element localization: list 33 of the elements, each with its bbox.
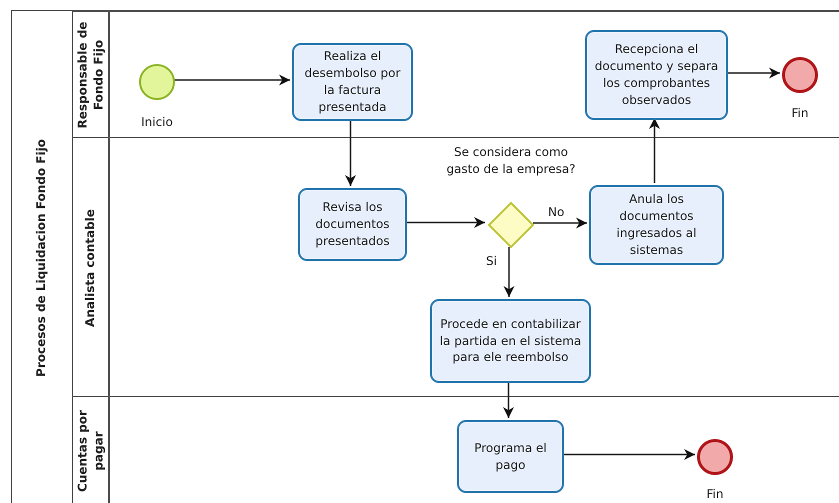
edge-label: No (546, 205, 566, 219)
end-event-circle (697, 439, 733, 475)
task-box: Procede en contabilizar la partida en el sistema para ele reembolso (430, 299, 591, 383)
swimlane (72, 396, 839, 503)
arrow (726, 68, 780, 78)
task-box: Programa el pago (457, 420, 564, 493)
decision-diamond (487, 201, 535, 249)
arrow (504, 247, 514, 297)
arrow (562, 449, 695, 460)
lane-label: Cuentas por pagar (75, 409, 106, 493)
arrow (405, 217, 485, 228)
pool (11, 10, 839, 503)
arrow (345, 119, 356, 186)
swimlane (72, 137, 839, 396)
start-event-circle (139, 64, 175, 100)
arrow (649, 118, 660, 183)
arrow (173, 74, 290, 86)
decision-label: Se considera como gasto de la empresa? (446, 144, 576, 178)
pool-label: Procesos de Liquidacion Fondo Fijo (34, 138, 50, 378)
task-box: Anula los documentos ingresados al sistemas (589, 185, 724, 265)
lane-label: Responsable de Fondo Fijo (75, 20, 106, 130)
event-label: Fin (790, 105, 810, 122)
arrow (503, 381, 514, 418)
task-box: Realiza el desembolso por la factura presentada (292, 43, 413, 121)
edge-label: Si (484, 254, 499, 268)
task-box: Revisa los documentos presentados (298, 188, 407, 261)
arrow (533, 218, 587, 228)
swimlane (72, 11, 839, 137)
event-label: Fin (706, 486, 724, 503)
lane-label: Analista contable (83, 208, 98, 329)
task-box: Recepciona el documento y separa los comprobantes observados (585, 30, 728, 120)
end-event-circle (782, 57, 818, 93)
event-label: Inicio (140, 114, 174, 131)
